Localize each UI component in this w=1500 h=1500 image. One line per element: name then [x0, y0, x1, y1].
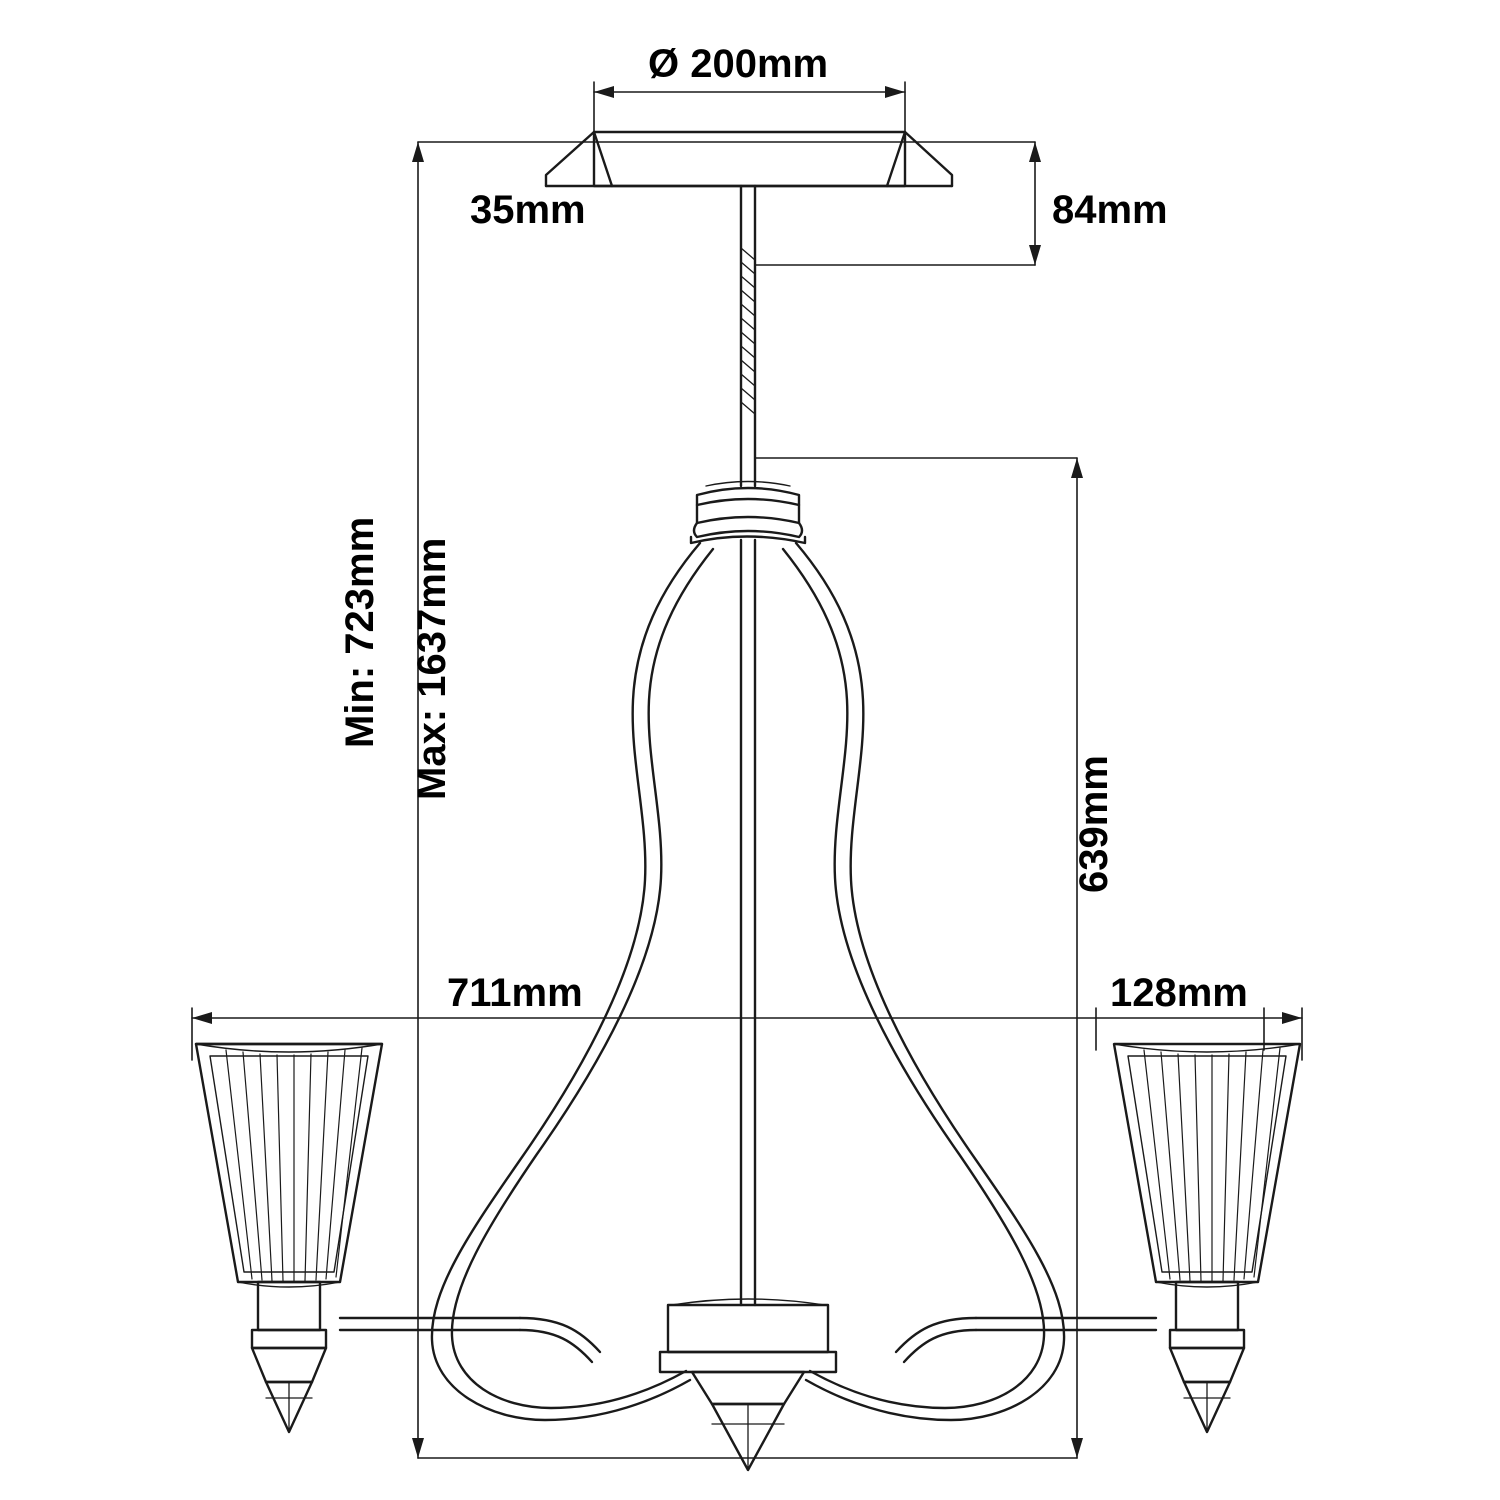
left-shade — [194, 1042, 384, 1434]
right-arm — [894, 1316, 1158, 1364]
dimension-label-body-height: 639mm — [1072, 755, 1116, 893]
dimension-label-shade-width: 128mm — [1110, 971, 1248, 1015]
dimension-label-canopy-offset: 35mm — [470, 188, 586, 232]
dimension-label-max-height: Max: 1637mm — [410, 537, 454, 800]
right-shade — [1112, 1042, 1302, 1434]
ceiling-canopy — [544, 130, 954, 188]
extension-lines — [191, 81, 1303, 1459]
dimension-label-canopy-diameter: Ø 200mm — [648, 42, 829, 86]
dimension-label-canopy-height: 84mm — [1052, 188, 1168, 232]
dimension-label-overall-width: 711mm — [447, 971, 583, 1015]
left-arm — [338, 1316, 602, 1364]
bottom-finial — [658, 1298, 838, 1472]
dimension-label-min-height: Min: 723mm — [338, 516, 382, 748]
chandelier-frame-arms — [430, 538, 1066, 1422]
upper-finial — [689, 480, 807, 545]
suspension-rod — [739, 184, 757, 488]
